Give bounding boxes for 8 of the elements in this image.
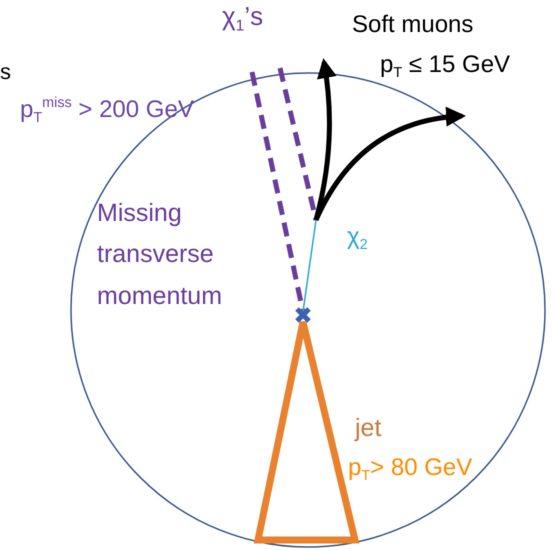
quantity-label: Missing transverse momentum	[97, 198, 224, 312]
momentum-label: p$_{T}$> 80 GeV	[348, 453, 472, 486]
particle-label: Soft muons	[352, 10, 474, 40]
jet-label: jet	[355, 413, 382, 444]
momentum-label: p$_{T}$ ≤ 15 GeV	[380, 50, 510, 82]
particle-label: χ$_{1}$’s	[222, 0, 264, 36]
particle-label: χ$_{2}$	[347, 222, 368, 254]
cropped-text: s	[0, 58, 11, 86]
